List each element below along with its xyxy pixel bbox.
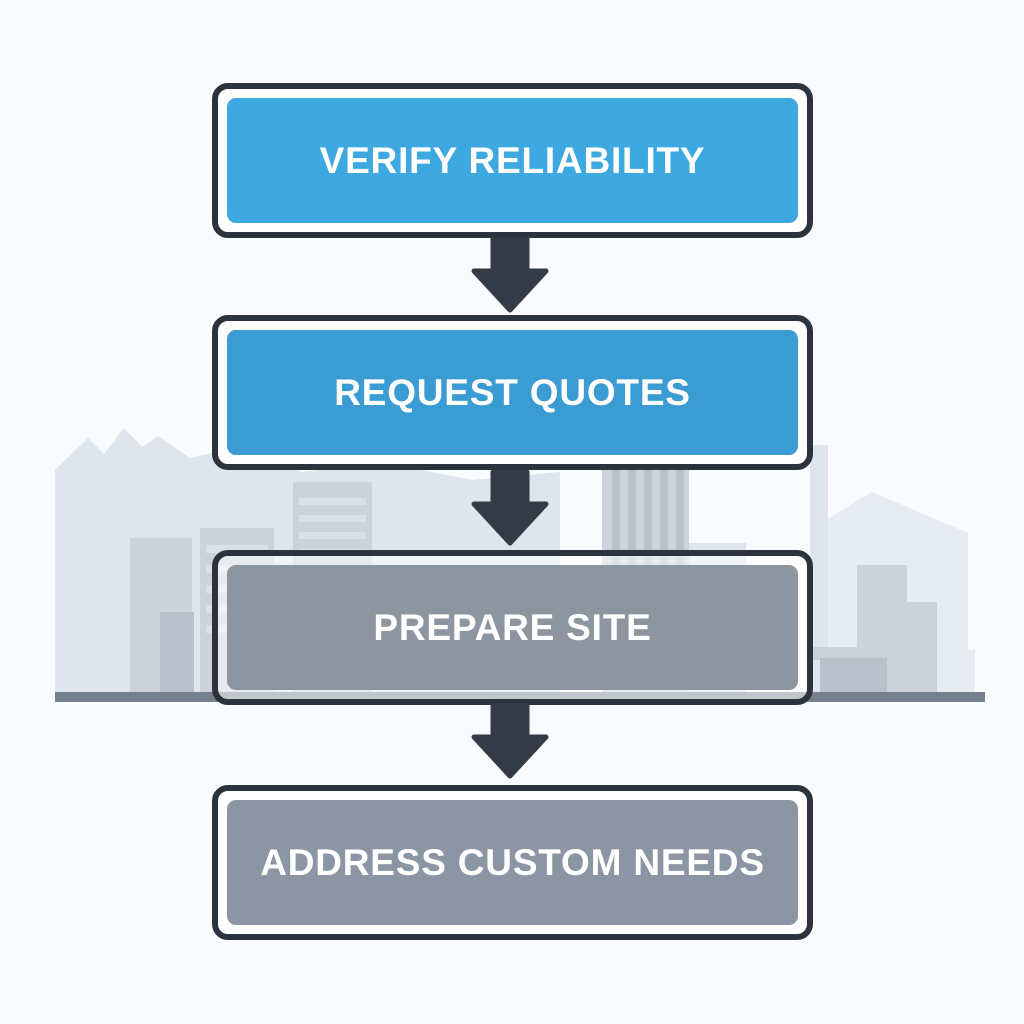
step-box-prepare-site: PREPARE SITE [212,550,813,705]
step-fill-address-custom-needs: ADDRESS CUSTOM NEEDS [227,800,798,925]
step-fill-request-quotes: REQUEST QUOTES [227,330,798,455]
step-box-request-quotes: REQUEST QUOTES [212,315,813,470]
step-label-prepare-site: PREPARE SITE [373,606,652,648]
down-arrow-icon-3 [471,703,549,779]
down-arrow-icon-1 [471,237,549,313]
step-fill-verify-reliability: VERIFY RELIABILITY [227,98,798,223]
down-arrow-icon-2 [471,470,549,546]
step-label-verify-reliability: VERIFY RELIABILITY [319,139,706,181]
step-label-request-quotes: REQUEST QUOTES [334,371,691,413]
step-box-verify-reliability: VERIFY RELIABILITY [212,83,813,238]
step-fill-prepare-site: PREPARE SITE [227,565,798,690]
step-label-address-custom-needs: ADDRESS CUSTOM NEEDS [260,841,765,883]
step-box-address-custom-needs: ADDRESS CUSTOM NEEDS [212,785,813,940]
